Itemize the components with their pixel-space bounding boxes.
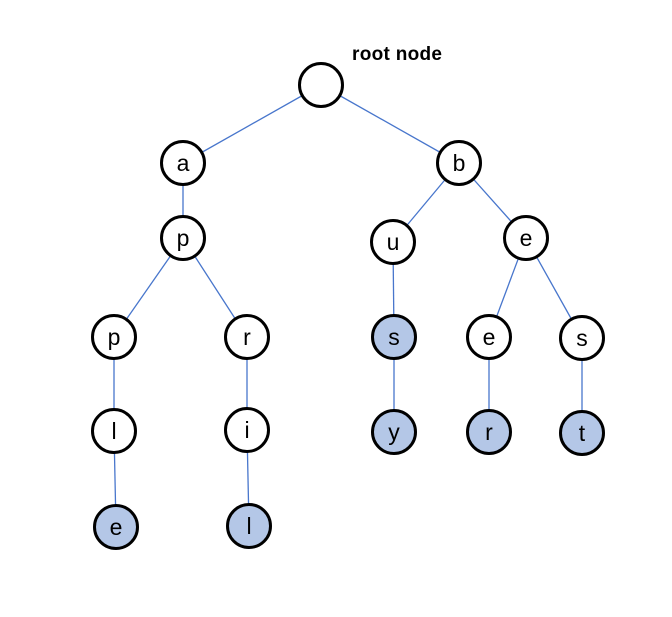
tree-node-a: a xyxy=(160,140,206,186)
tree-node-e3: e xyxy=(466,314,512,360)
node-letter: i xyxy=(244,416,250,443)
tree-node-s1: s xyxy=(371,314,417,360)
node-letter: y xyxy=(388,418,400,445)
tree-node-p2: p xyxy=(91,314,137,360)
node-letter: p xyxy=(107,323,121,350)
node-letter: r xyxy=(243,323,251,350)
tree-node-u: u xyxy=(370,219,416,265)
node-letter: a xyxy=(176,149,190,176)
node-letter: e xyxy=(519,224,533,251)
node-letter: p xyxy=(176,224,190,251)
node-letter: t xyxy=(578,419,586,446)
node-letter: u xyxy=(386,228,400,255)
tree-node-t1: t xyxy=(559,410,605,456)
node-letter: l xyxy=(246,512,252,539)
tree-edge-root-b xyxy=(320,84,460,164)
tree-node-i1: i xyxy=(224,407,270,453)
tree-node-l1: l xyxy=(91,408,137,454)
tree-node-e1: e xyxy=(93,504,139,550)
node-letter: s xyxy=(388,323,400,350)
node-letter: s xyxy=(576,324,588,351)
node-letter: e xyxy=(482,323,496,350)
tree-node-r1: r xyxy=(224,314,270,360)
tree-node-b: b xyxy=(436,140,482,186)
node-letter: l xyxy=(111,417,117,444)
root-node-label: root node xyxy=(352,44,443,65)
tree-node-root xyxy=(298,62,344,108)
node-letter: b xyxy=(452,149,466,176)
node-letter: e xyxy=(109,513,123,540)
tree-node-e2: e xyxy=(503,215,549,261)
tree-node-y1: y xyxy=(371,409,417,455)
tree-node-r2: r xyxy=(466,409,512,455)
node-letter: r xyxy=(485,418,493,445)
tree-node-s2: s xyxy=(559,315,605,361)
tree-edge-root-a xyxy=(182,84,322,164)
tree-node-l2: l xyxy=(226,503,272,549)
tree-node-p1: p xyxy=(160,215,206,261)
